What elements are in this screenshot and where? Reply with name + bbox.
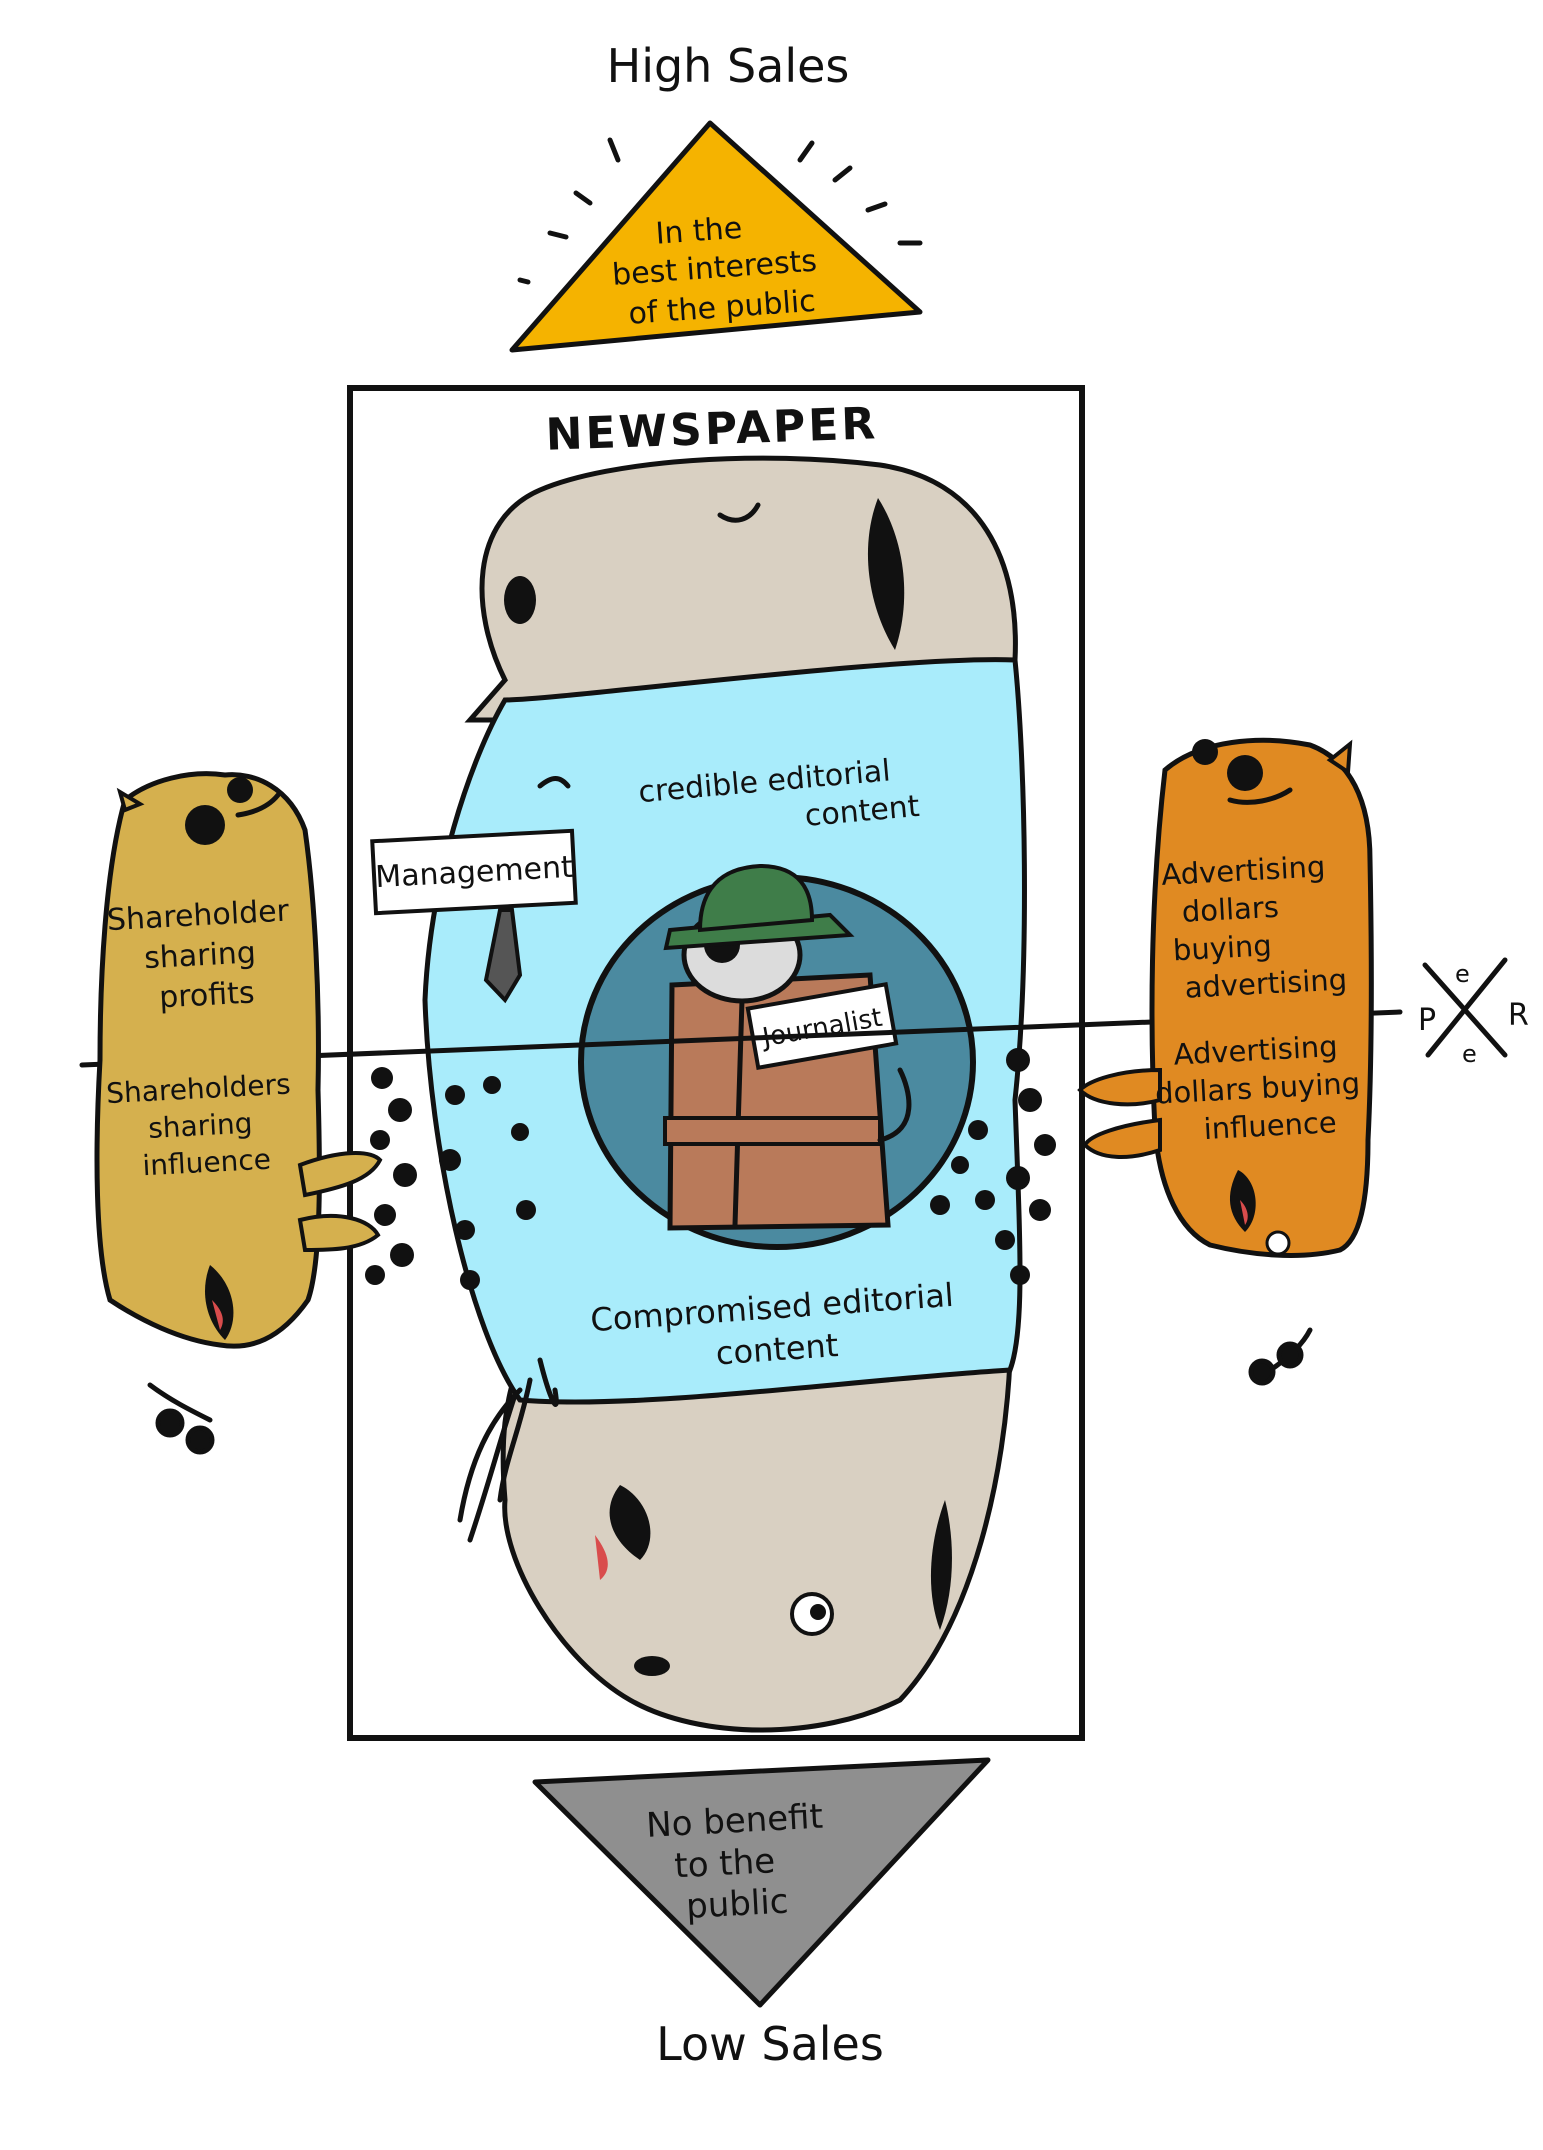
tail-icon (877, 1067, 912, 1143)
tie-icon (483, 908, 523, 1004)
shareholder-mouth-icon (205, 1265, 234, 1340)
advertiser-arm-icon (1077, 1067, 1162, 1107)
hat-icon (697, 863, 815, 933)
shareholder-eye-icon (185, 805, 225, 845)
bottom-triangle (532, 1757, 991, 2008)
shareholder-arm-icon (297, 1151, 383, 1198)
paw-prints (365, 1048, 1056, 1290)
newspaper-title: NEWSPAPER (545, 398, 879, 461)
per-mark-p: P (1418, 1003, 1436, 1038)
lower-nostril-icon (634, 1656, 670, 1676)
journalist-bubble: Journalist (578, 863, 976, 1250)
bottom-triangle-text: No benefit to the public (645, 1796, 839, 1929)
high-sales-section: High Sales In the best interests of the … (509, 39, 923, 353)
lower-ear-icon (930, 1500, 952, 1630)
monster-hair (457, 1357, 559, 1543)
upper-mouth-icon (717, 502, 761, 523)
per-mark-e-bottom: e (1462, 1040, 1477, 1068)
dropped-glasses-icon (147, 1382, 215, 1455)
newspaper-frame (347, 385, 1085, 1741)
advertiser-mouth-icon (1229, 1170, 1256, 1232)
advertiser-eye-icon (1227, 755, 1263, 791)
top-triangle (509, 120, 923, 353)
upper-eye-icon (867, 498, 905, 650)
per-mark: P e R e (1418, 957, 1529, 1068)
upper-nostril-icon (504, 576, 536, 624)
lower-mouth-icon (609, 1485, 651, 1560)
per-mark-r: R (1508, 998, 1529, 1033)
glow-rays (517, 137, 923, 285)
lower-tongue-icon (595, 1535, 608, 1580)
advertiser-glasses-icon (1248, 1327, 1313, 1386)
low-sales-section: No benefit to the public Low Sales (532, 1757, 991, 2071)
shareholder-figure: Shareholder sharing profits Shareholders… (94, 771, 383, 1455)
low-sales-title: Low Sales (656, 2017, 884, 2071)
management-tag: Management (370, 776, 578, 1004)
monster-lower-head (500, 1357, 1013, 1733)
per-mark-e-top: e (1455, 960, 1470, 988)
shareholder-body (94, 771, 322, 1349)
advertiser-figure: Advertising dollars buying advertising A… (1077, 737, 1374, 1386)
high-sales-title: High Sales (607, 39, 850, 93)
advertiser-upper-text: Advertising dollars buying advertising (1161, 848, 1348, 1005)
coat-belt (663, 1116, 882, 1146)
